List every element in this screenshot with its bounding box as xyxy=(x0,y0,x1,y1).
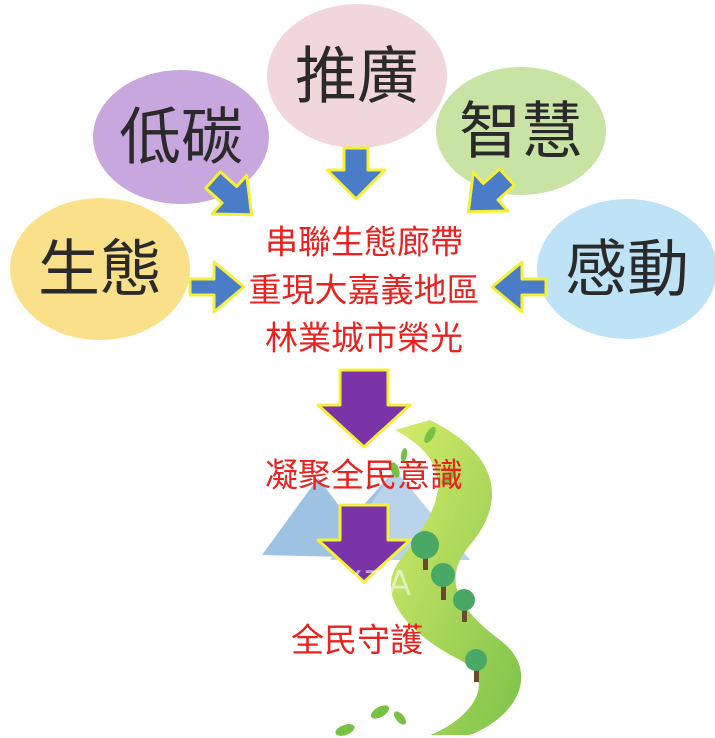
bubble-zhihui-label: 智慧 xyxy=(459,95,583,168)
bubble-gandong-label: 感動 xyxy=(565,233,689,306)
arrow-from-zhihui xyxy=(466,167,516,214)
step3-text: 全民守護 xyxy=(291,621,423,660)
tree-3 xyxy=(453,589,475,622)
green-path xyxy=(390,420,522,735)
bubble-shengtai: 生態 xyxy=(10,198,190,340)
bubble-shengtai-circle xyxy=(10,198,190,340)
blue-arrows xyxy=(188,146,548,314)
tree-4 xyxy=(465,649,487,682)
arrow-from-shengtai xyxy=(188,260,246,314)
bubble-zhihui: 智慧 xyxy=(436,67,606,195)
bubble-gandong: 感動 xyxy=(537,199,715,339)
bubble-tuiguang: 推廣 xyxy=(267,4,447,148)
tree-1 xyxy=(411,531,439,570)
bubble-dikan: 低碳 xyxy=(93,70,269,204)
center-text-line1: 串聯生態廊帶 xyxy=(265,223,463,262)
bubble-tuiguang-circle xyxy=(267,4,447,148)
bubble-dikan-label: 低碳 xyxy=(119,101,243,174)
step2-text: 凝聚全民意識 xyxy=(265,456,463,495)
tree-2 xyxy=(431,563,455,600)
bubble-gandong-circle xyxy=(537,199,715,339)
arrow-from-dikan xyxy=(204,170,254,217)
bubble-zhihui-circle xyxy=(436,67,606,195)
arrow-from-tuiguang xyxy=(325,146,387,201)
center-text: 串聯生態廊帶 重現大嘉義地區 林業城市榮光 xyxy=(249,223,480,358)
center-text-line3: 林業城市榮光 xyxy=(265,319,463,358)
leaves xyxy=(335,426,455,736)
bubble-shengtai-label: 生態 xyxy=(38,233,162,306)
center-text-line2: 重現大嘉義地區 xyxy=(249,271,480,310)
watermark: PIXTA xyxy=(301,564,416,604)
bubble-tuiguang-label: 推廣 xyxy=(295,40,419,113)
bubble-dikan-circle xyxy=(93,70,269,204)
arrow-from-gandong xyxy=(490,260,548,314)
purple-arrow-1 xyxy=(316,368,412,449)
purple-arrow-2 xyxy=(316,503,412,584)
